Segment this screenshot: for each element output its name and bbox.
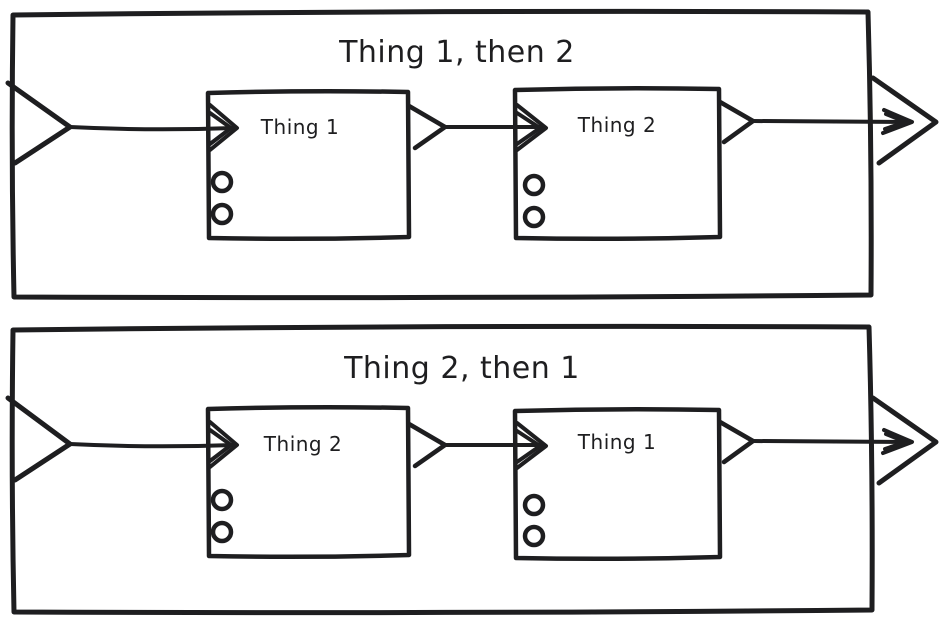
output-big-chevron-icon <box>870 75 939 166</box>
input-arrow-line <box>68 125 236 132</box>
panel-1-output-arrow <box>717 75 939 166</box>
panel-2-connector-arrow <box>406 421 548 470</box>
arrowhead-icon <box>883 432 908 451</box>
panel-2-frame <box>9 323 875 616</box>
arrowhead-icon <box>515 429 542 464</box>
port-circle-icon <box>522 493 546 517</box>
output-chevron-icon <box>717 99 756 145</box>
output-chevron-icon <box>406 421 448 469</box>
panel-thing1-then-2: Thing 1, then 2 Thing 1 <box>5 8 939 301</box>
port-circle-icon <box>210 488 234 512</box>
port-circle-icon <box>210 170 234 194</box>
panel-1-input-arrow <box>5 80 239 166</box>
input-arrow-line <box>68 442 236 449</box>
panel-1-frame <box>9 8 874 301</box>
output-chevron-icon <box>406 103 448 151</box>
panel-2-input-arrow <box>5 395 239 483</box>
port-circle-icon <box>210 520 234 544</box>
input-chevron-icon <box>5 80 73 166</box>
port-circle-icon <box>522 524 546 548</box>
panel-thing2-then-1: Thing 2, then 1 Thing 2 <box>5 323 939 616</box>
panel-2-title: Thing 2, then 1 <box>343 351 580 386</box>
arrowhead-icon <box>881 108 914 135</box>
step-box-label: Thing 2 <box>263 432 342 456</box>
panel-1-step-2-box: Thing 2 <box>512 85 723 242</box>
panel-1-step-1-box: Thing 1 <box>205 88 412 242</box>
output-arrow-line <box>751 439 913 444</box>
panel-2-step-1-box: Thing 2 <box>205 404 412 560</box>
arrowhead-icon <box>208 103 239 152</box>
arrowhead-icon <box>515 111 542 146</box>
arrowhead-icon <box>208 420 239 469</box>
port-circle-icon <box>522 205 546 229</box>
panel-1-title: Thing 1, then 2 <box>338 35 575 70</box>
input-chevron-icon <box>5 395 73 483</box>
step-box-label: Thing 1 <box>260 115 339 139</box>
panel-1-connector-arrow <box>406 103 548 152</box>
panel-2-output-arrow <box>717 395 939 486</box>
panel-2-step-2-box: Thing 1 <box>512 406 723 562</box>
arrowhead-icon <box>881 428 914 455</box>
arrowhead-icon <box>515 421 548 470</box>
output-arrow-line <box>751 119 913 124</box>
arrowhead-icon <box>883 112 908 131</box>
port-circle-icon <box>522 173 546 197</box>
step-box-label: Thing 1 <box>577 430 656 454</box>
step-box-label: Thing 2 <box>577 113 656 137</box>
arrowhead-icon <box>208 111 233 146</box>
step-box-frame <box>512 85 723 242</box>
step-box-frame <box>205 88 412 242</box>
arrowhead-icon <box>208 428 233 463</box>
arrowhead-icon <box>515 103 548 152</box>
output-big-chevron-icon <box>870 395 939 486</box>
step-box-frame <box>512 406 723 562</box>
port-circle-icon <box>210 202 234 226</box>
step-box-frame <box>205 404 412 560</box>
output-chevron-icon <box>717 419 756 465</box>
